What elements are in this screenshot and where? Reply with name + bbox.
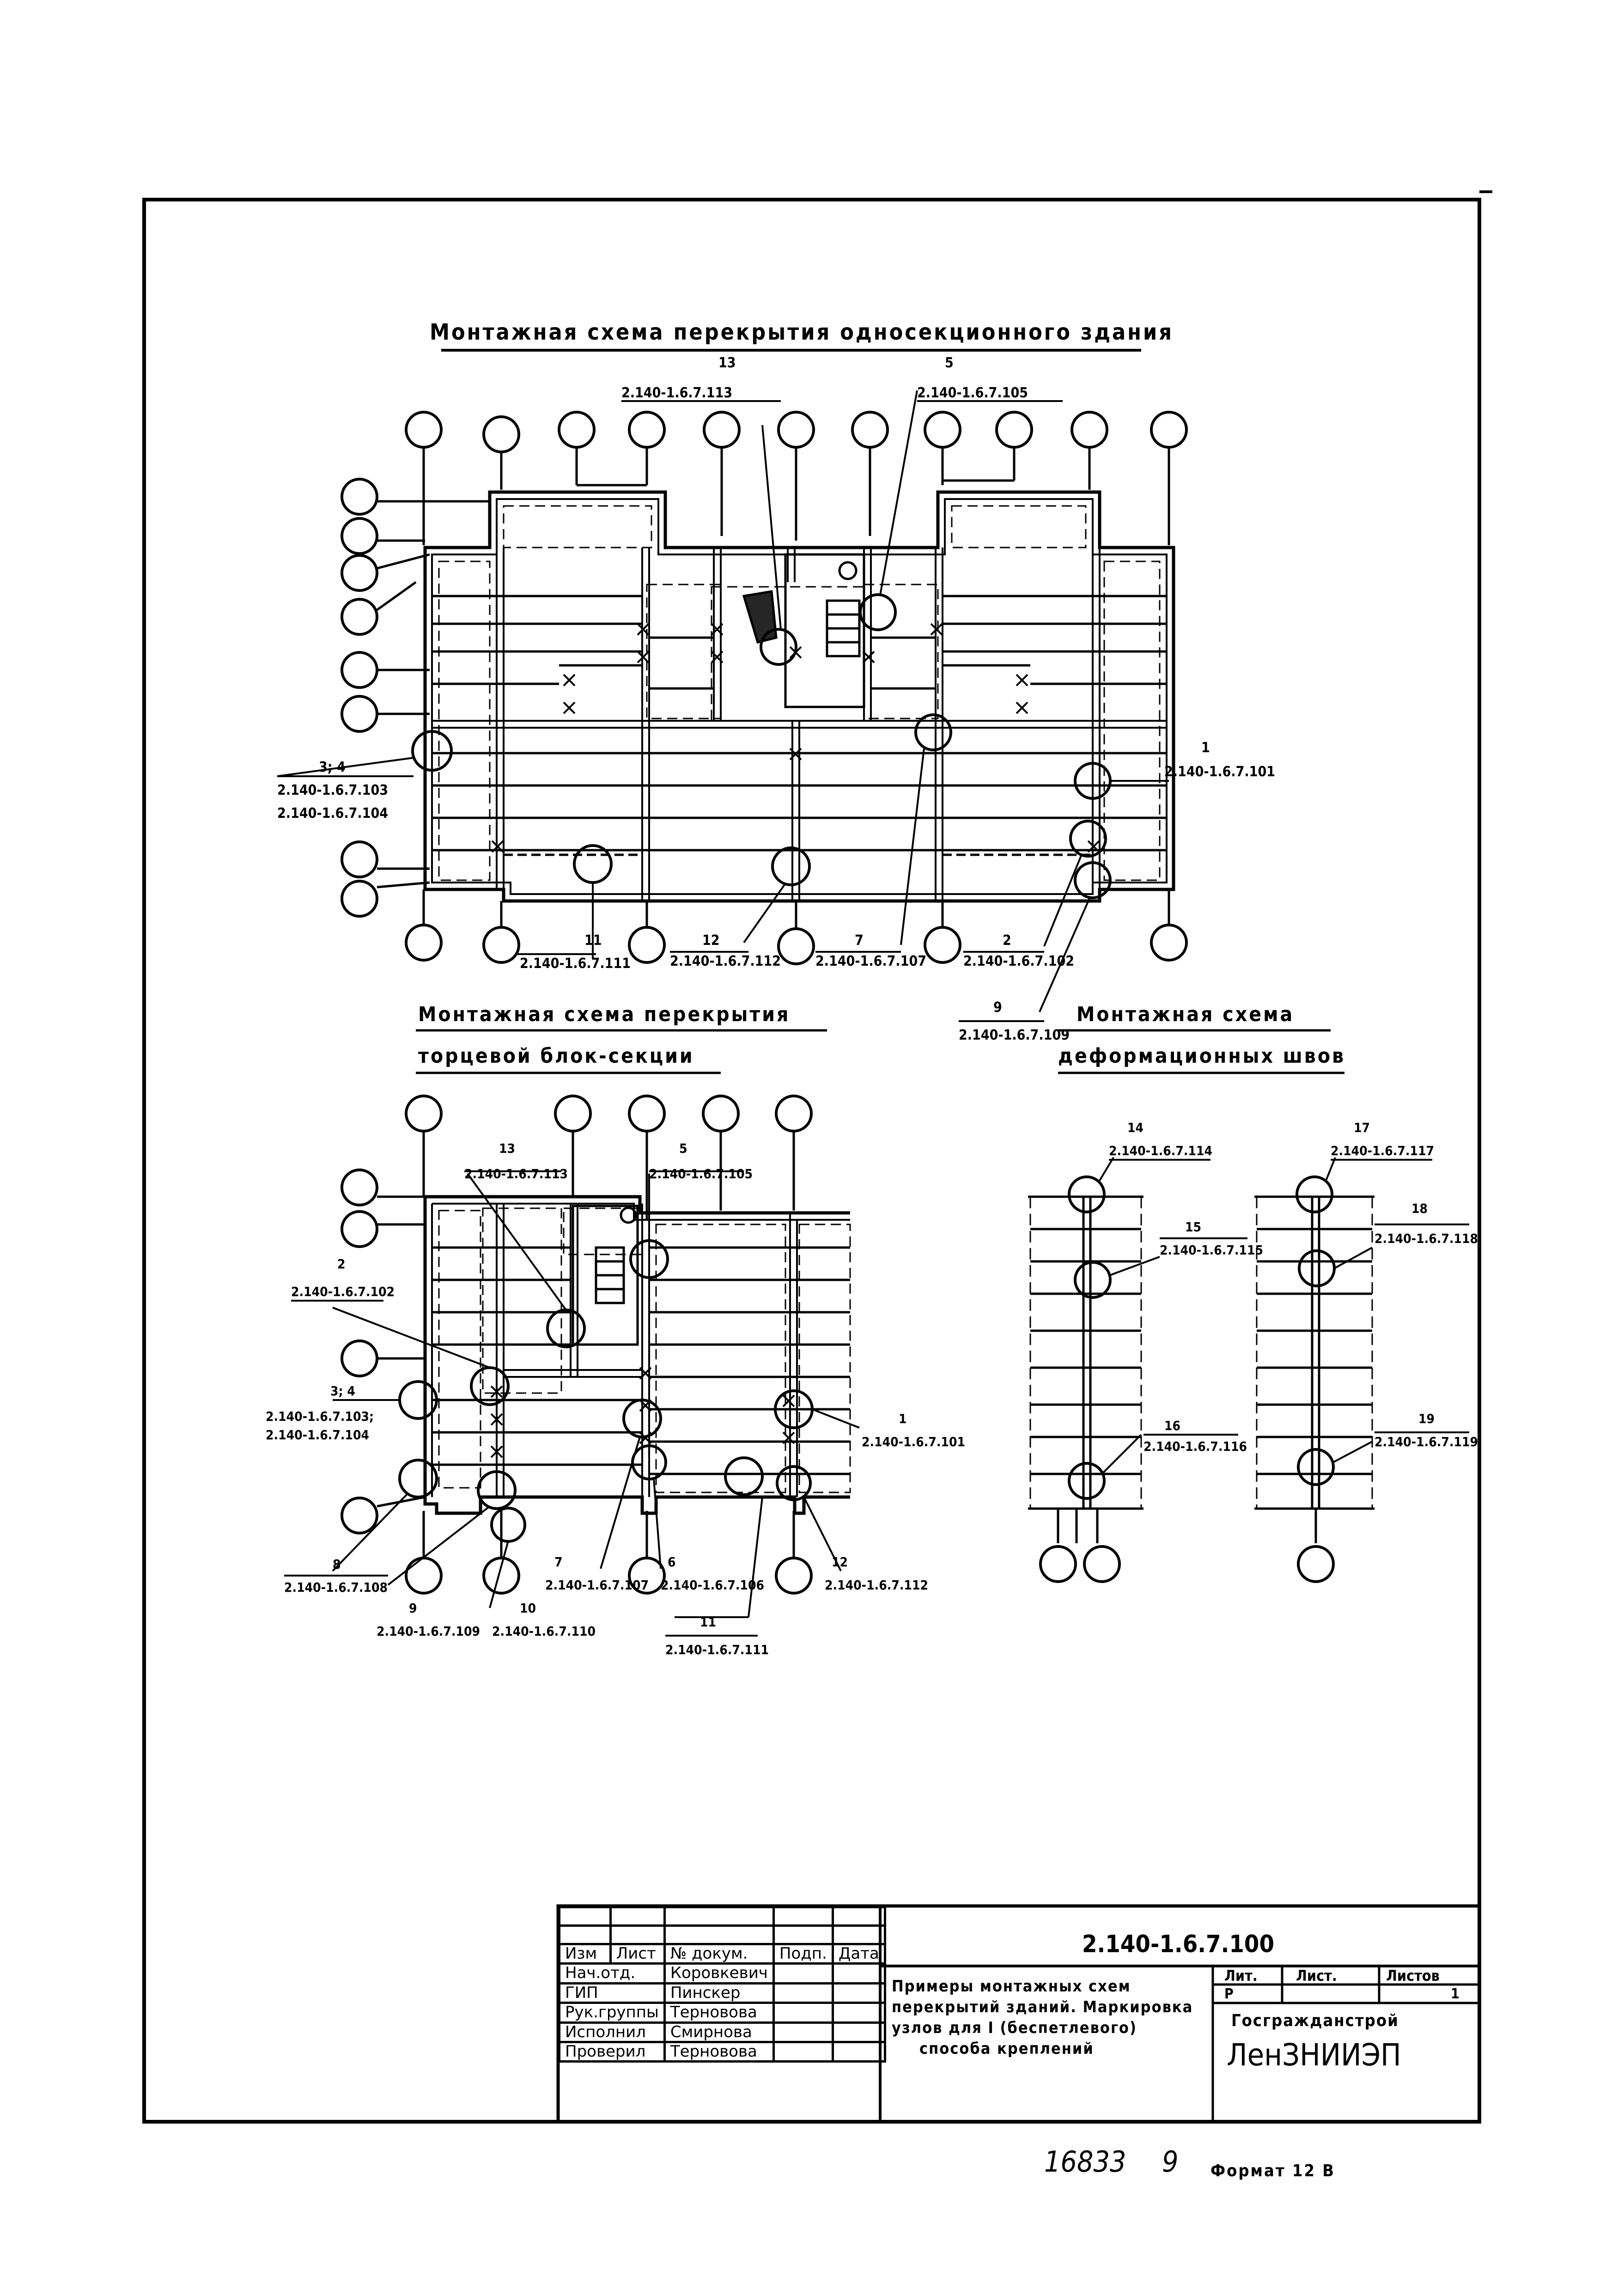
svg-text:2.140-1.6.7.103;: 2.140-1.6.7.103; xyxy=(266,1409,374,1424)
main-plan-title: Монтажная схема перекрытия односекционно… xyxy=(430,319,1174,345)
svg-text:2.140-1.6.7.104: 2.140-1.6.7.104 xyxy=(266,1427,369,1443)
callout-13-code: 2.140-1.6.7.113 xyxy=(621,385,732,401)
callout-3-4-code2: 2.140-1.6.7.104 xyxy=(277,805,388,822)
svg-text:2.140-1.6.7.108: 2.140-1.6.7.108 xyxy=(284,1580,388,1595)
joint-callouts: 14 2.140-1.6.7.114 15 2.140-1.6.7.115 16… xyxy=(1109,1120,1478,1454)
callout-9-num: 9 xyxy=(993,999,1002,1016)
callout-13-num: 13 xyxy=(718,355,736,371)
svg-text:Госгражданстрой: Госгражданстрой xyxy=(1231,2011,1399,2030)
callout-11-code: 2.140-1.6.7.111 xyxy=(520,956,631,972)
svg-text:2.140-1.6.7.115: 2.140-1.6.7.115 xyxy=(1160,1242,1263,1258)
plan-end-block-section xyxy=(332,1095,860,1618)
callout-1-num: 1 xyxy=(1201,740,1210,756)
callout-7-code: 2.140-1.6.7.107 xyxy=(815,953,926,969)
plan1-callouts: 13 2.140-1.6.7.113 5 2.140-1.6.7.105 3; … xyxy=(277,355,1275,1043)
callout-12-num: 12 xyxy=(702,932,720,949)
callout-7-num: 7 xyxy=(855,932,864,949)
footer: 16833 9 Формат 12 В xyxy=(1044,2145,1335,2180)
svg-text:11: 11 xyxy=(700,1614,716,1630)
svg-text:2.140-1.6.7.112: 2.140-1.6.7.112 xyxy=(825,1577,928,1593)
svg-text:14: 14 xyxy=(1127,1120,1143,1135)
svg-text:Монтажная схема перекрытия: Монтажная схема перекрытия xyxy=(418,1003,790,1026)
svg-text:8: 8 xyxy=(333,1557,341,1572)
svg-text:10: 10 xyxy=(520,1601,536,1616)
svg-text:6: 6 xyxy=(668,1554,676,1570)
svg-text:2.140-1.6.7.113: 2.140-1.6.7.113 xyxy=(464,1166,568,1181)
svg-text:2: 2 xyxy=(337,1256,346,1272)
callout-2-num: 2 xyxy=(1003,932,1011,949)
svg-text:Примеры монтажных схем: Примеры монтажных схем xyxy=(892,1977,1131,1996)
svg-text:15: 15 xyxy=(1185,1219,1201,1235)
svg-text:7: 7 xyxy=(554,1554,563,1570)
svg-text:2.140-1.6.7.119: 2.140-1.6.7.119 xyxy=(1375,1434,1478,1449)
svg-text:2.140-1.6.7.105: 2.140-1.6.7.105 xyxy=(649,1166,753,1181)
svg-text:Монтажная схема: Монтажная схема xyxy=(1077,1003,1294,1026)
svg-text:способа креплений: способа креплений xyxy=(919,2039,1094,2058)
callout-5-code: 2.140-1.6.7.105 xyxy=(917,385,1028,401)
callout-9-code: 2.140-1.6.7.109 xyxy=(959,1027,1070,1043)
deformation-joints xyxy=(1028,1157,1375,1583)
svg-text:2.140-1.6.7.116: 2.140-1.6.7.116 xyxy=(1143,1439,1247,1454)
callout-11-num: 11 xyxy=(584,932,602,949)
svg-text:деформационных швов: деформационных швов xyxy=(1058,1044,1345,1068)
svg-text:2.140-1.6.7.106: 2.140-1.6.7.106 xyxy=(661,1577,764,1593)
svg-text:5: 5 xyxy=(679,1141,687,1156)
svg-text:узлов для I (беспетлевого): узлов для I (беспетлевого) xyxy=(892,2019,1137,2037)
svg-text:2.140-1.6.7.110: 2.140-1.6.7.110 xyxy=(492,1624,596,1639)
svg-text:2.140-1.6.7.101: 2.140-1.6.7.101 xyxy=(862,1434,965,1449)
svg-text:1: 1 xyxy=(899,1411,907,1426)
svg-text:Лист.: Лист. xyxy=(1296,1967,1337,1985)
callout-3-4-code: 2.140-1.6.7.103 xyxy=(277,782,388,798)
svg-text:ЛенЗНИИЭП: ЛенЗНИИЭП xyxy=(1227,2037,1401,2073)
callout-12-code: 2.140-1.6.7.112 xyxy=(670,953,781,969)
svg-text:Листов: Листов xyxy=(1386,1967,1440,1985)
callout-5-num: 5 xyxy=(945,355,954,371)
format-label: Формат 12 В xyxy=(1210,2161,1335,2180)
svg-text:2.140-1.6.7.109: 2.140-1.6.7.109 xyxy=(377,1624,480,1639)
callout-1-code: 2.140-1.6.7.101 xyxy=(1164,764,1275,780)
svg-text:2.140-1.6.7.102: 2.140-1.6.7.102 xyxy=(291,1284,395,1299)
svg-text:1: 1 xyxy=(1451,1986,1460,2002)
svg-text:Р: Р xyxy=(1224,1986,1234,2002)
svg-text:16: 16 xyxy=(1164,1418,1180,1433)
svg-text:2.140-1.6.7.114: 2.140-1.6.7.114 xyxy=(1109,1143,1212,1158)
svg-text:перекрытий зданий. Маркировка: перекрытий зданий. Маркировка xyxy=(892,1998,1193,2016)
plan-single-section xyxy=(277,390,1188,1012)
inventory-suffix: 9 xyxy=(1162,2145,1178,2179)
inventory-number: 16833 xyxy=(1044,2145,1126,2179)
svg-text:2.140-1.6.7.107: 2.140-1.6.7.107 xyxy=(545,1577,649,1593)
svg-text:2.140-1.6.7.111: 2.140-1.6.7.111 xyxy=(665,1642,769,1657)
callout-2-code: 2.140-1.6.7.102 xyxy=(963,953,1074,969)
joints-title: Монтажная схема деформационных швов xyxy=(1058,1003,1345,1068)
doc-code: 2.140-1.6.7.100 xyxy=(1082,1930,1274,1958)
svg-text:торцевой блок-секции: торцевой блок-секции xyxy=(418,1044,694,1068)
svg-text:19: 19 xyxy=(1418,1411,1435,1426)
svg-text:2.140-1.6.7.118: 2.140-1.6.7.118 xyxy=(1375,1231,1478,1246)
svg-text:17: 17 xyxy=(1354,1120,1370,1135)
svg-text:2.140-1.6.7.117: 2.140-1.6.7.117 xyxy=(1331,1143,1434,1158)
title-block-text: 2.140-1.6.7.100 Примеры монтажных схем п… xyxy=(892,1930,1460,2073)
svg-text:12: 12 xyxy=(832,1554,848,1570)
end-block-title: Монтажная схема перекрытия торцевой блок… xyxy=(418,1003,790,1068)
svg-text:9: 9 xyxy=(409,1601,417,1616)
svg-text:Лит.: Лит. xyxy=(1224,1967,1258,1985)
plan2-callouts: 13 2.140-1.6.7.113 5 2.140-1.6.7.105 2 2… xyxy=(266,1141,965,1657)
svg-text:3; 4: 3; 4 xyxy=(330,1383,355,1399)
svg-text:18: 18 xyxy=(1411,1201,1428,1216)
callout-3-4-num: 3; 4 xyxy=(319,759,346,775)
svg-text:13: 13 xyxy=(499,1141,515,1156)
